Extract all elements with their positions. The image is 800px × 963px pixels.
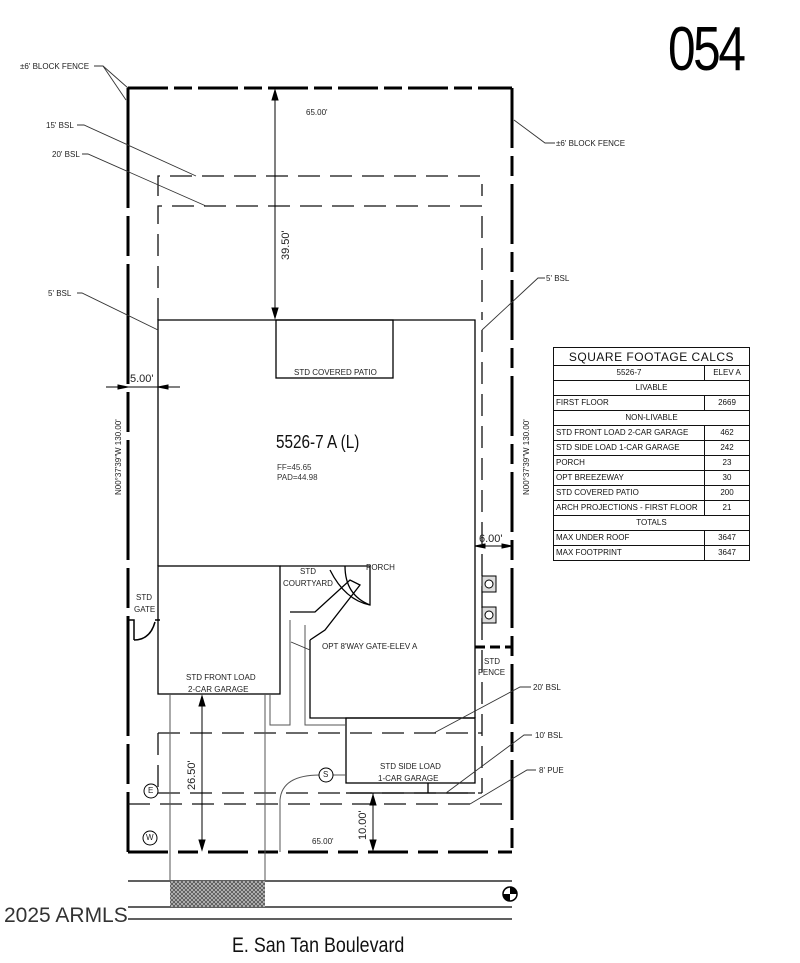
leader-lines	[77, 65, 555, 805]
lot-boundary	[126, 86, 514, 854]
label-courtyard-2: COURTYARD	[283, 579, 333, 588]
dim-front-garage: 26.50'	[186, 760, 198, 790]
section-livable: LIVABLE	[553, 380, 750, 396]
gate-symbol	[128, 619, 160, 641]
dim-rear-setback: 39.50'	[280, 230, 292, 260]
electric-marker: E	[148, 786, 154, 795]
section-non-livable: NON-LIVABLE	[553, 410, 750, 426]
plan-name: 5526-7 A (L)	[276, 432, 360, 452]
dim-front-pue: 10.00'	[357, 810, 369, 840]
pad-elevation: PAD=44.98	[277, 473, 318, 482]
dim-right-side: 6.00'	[479, 533, 503, 545]
label-courtyard-1: STD	[300, 567, 316, 576]
callout-8-pue: 8' PUE	[539, 766, 564, 775]
dim-bottom-width: 65.00'	[312, 837, 334, 846]
benchmark-icon	[502, 886, 518, 902]
house-footprint	[157, 319, 476, 794]
sewer-marker: S	[323, 770, 329, 779]
water-marker: W	[146, 833, 154, 842]
dim-left-bearing: N00°37'39"W 130.00'	[114, 419, 123, 495]
street-name: E. San Tan Boulevard	[232, 934, 405, 957]
callout-block-fence-right: ±6' BLOCK FENCE	[556, 139, 626, 148]
label-fence-2: FENCE	[478, 668, 506, 677]
label-fence-1: STD	[484, 657, 500, 666]
dimension-lines	[106, 88, 513, 852]
callout-5-bsl-right: 5' BSL	[546, 274, 570, 283]
label-gate-2: GATE	[134, 605, 156, 614]
table-plan: 5526-7	[553, 365, 705, 381]
lot-number: 054	[668, 15, 746, 84]
label-gate-1: STD	[136, 593, 152, 602]
ac-units	[481, 575, 497, 624]
label-side-garage-1: STD SIDE LOAD	[380, 762, 441, 771]
label-porch: PORCH	[366, 563, 395, 572]
elevations: FF=45.65 PAD=44.98	[277, 463, 318, 483]
label-side-garage-2: 1-CAR GARAGE	[378, 774, 439, 783]
section-totals: TOTALS	[553, 515, 750, 531]
finished-floor: FF=45.65	[277, 463, 312, 472]
label-covered-patio: STD COVERED PATIO	[294, 368, 377, 377]
label-front-garage-1: STD FRONT LOAD	[186, 673, 256, 682]
setback-lines	[128, 175, 512, 805]
utility-markers	[142, 767, 334, 846]
callout-15-bsl: 15' BSL	[46, 121, 74, 130]
label-front-garage-2: 2-CAR GARAGE	[188, 685, 249, 694]
table-title: SQUARE FOOTAGE CALCS	[553, 347, 750, 366]
dim-top-width: 65.00'	[306, 108, 328, 117]
dim-right-bearing: N00°37'39"W 130.00'	[522, 419, 531, 495]
callout-20-bsl-bottom: 20' BSL	[533, 683, 561, 692]
callout-5-bsl-left: 5' BSL	[48, 289, 72, 298]
callout-20-bsl-top: 20' BSL	[52, 150, 80, 159]
copyright-watermark: 2025 ARMLS	[4, 904, 128, 927]
street	[128, 880, 512, 920]
dim-left-side: 5.00'	[130, 373, 154, 385]
callout-10-bsl: 10' BSL	[535, 731, 563, 740]
label-opt-gate: OPT 8'WAY GATE-ELEV A	[322, 642, 418, 651]
table-elev: ELEV A	[704, 365, 750, 381]
callout-block-fence-left: ±6' BLOCK FENCE	[20, 62, 90, 71]
